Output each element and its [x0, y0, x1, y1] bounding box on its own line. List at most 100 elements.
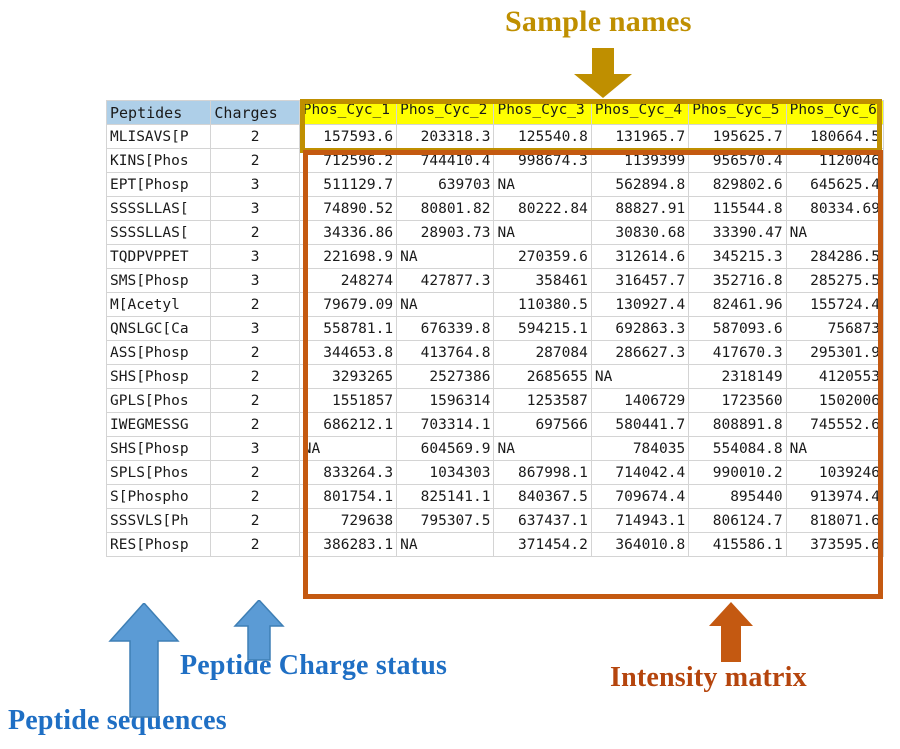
cell-intensity[interactable]: 712596.2 — [298, 148, 398, 173]
cell-intensity[interactable]: NA — [396, 244, 495, 269]
cell-intensity[interactable]: 818071.6 — [785, 508, 885, 533]
cell-intensity[interactable]: 74890.52 — [298, 196, 398, 221]
cell-intensity[interactable]: 316457.7 — [590, 268, 690, 293]
cell-intensity[interactable]: 703314.1 — [396, 412, 495, 437]
cell-intensity[interactable]: 744410.4 — [396, 148, 495, 173]
cell-intensity[interactable]: 784035 — [590, 436, 690, 461]
cell-intensity[interactable]: 386283.1 — [298, 532, 398, 557]
cell-intensity[interactable]: 1596314 — [396, 388, 495, 413]
cell-intensity[interactable]: 801754.1 — [298, 484, 398, 509]
column-header-sample-3[interactable]: Phos_Cyc_3 — [493, 100, 592, 125]
cell-intensity[interactable]: 645625.4 — [785, 172, 885, 197]
cell-intensity[interactable]: 248274 — [298, 268, 398, 293]
cell-charge[interactable]: 2 — [210, 220, 300, 245]
cell-peptide[interactable]: SHS[Phosp — [105, 364, 212, 389]
cell-intensity[interactable]: 286627.3 — [590, 340, 690, 365]
cell-peptide[interactable]: EPT[Phosp — [105, 172, 212, 197]
cell-intensity[interactable]: 829802.6 — [688, 172, 787, 197]
cell-intensity[interactable]: 1253587 — [493, 388, 592, 413]
column-header-sample-1[interactable]: Phos_Cyc_1 — [298, 100, 398, 125]
cell-charge[interactable]: 2 — [210, 388, 300, 413]
cell-intensity[interactable]: 344653.8 — [298, 340, 398, 365]
cell-intensity[interactable]: 82461.96 — [688, 292, 787, 317]
cell-intensity[interactable]: 587093.6 — [688, 316, 787, 341]
cell-intensity[interactable]: 554084.8 — [688, 436, 787, 461]
cell-intensity[interactable]: 203318.3 — [396, 124, 495, 149]
cell-intensity[interactable]: 745552.6 — [785, 412, 885, 437]
cell-peptide[interactable]: TQDPVPPET — [105, 244, 212, 269]
cell-charge[interactable]: 3 — [210, 316, 300, 341]
cell-intensity[interactable]: NA — [493, 172, 592, 197]
cell-intensity[interactable]: 2318149 — [688, 364, 787, 389]
cell-intensity[interactable]: 371454.2 — [493, 532, 592, 557]
cell-charge[interactable]: 2 — [210, 292, 300, 317]
cell-intensity[interactable]: 825141.1 — [396, 484, 495, 509]
cell-intensity[interactable]: 956570.4 — [688, 148, 787, 173]
cell-intensity[interactable]: 1551857 — [298, 388, 398, 413]
cell-intensity[interactable]: 131965.7 — [590, 124, 690, 149]
cell-intensity[interactable]: 4120553 — [785, 364, 885, 389]
cell-intensity[interactable]: NA — [493, 436, 592, 461]
cell-intensity[interactable]: 594215.1 — [493, 316, 592, 341]
cell-intensity[interactable]: 840367.5 — [493, 484, 592, 509]
cell-intensity[interactable]: NA — [785, 436, 885, 461]
cell-intensity[interactable]: 157593.6 — [298, 124, 398, 149]
cell-intensity[interactable]: 415586.1 — [688, 532, 787, 557]
cell-intensity[interactable]: NA — [493, 220, 592, 245]
cell-peptide[interactable]: ASS[Phosp — [105, 340, 212, 365]
cell-peptide[interactable]: SPLS[Phos — [105, 460, 212, 485]
cell-intensity[interactable]: 913974.4 — [785, 484, 885, 509]
cell-charge[interactable]: 2 — [210, 508, 300, 533]
cell-intensity[interactable]: NA — [590, 364, 690, 389]
cell-peptide[interactable]: SSSVLS[Ph — [105, 508, 212, 533]
cell-peptide[interactable]: SMS[Phosp — [105, 268, 212, 293]
cell-intensity[interactable]: 3293265 — [298, 364, 398, 389]
cell-peptide[interactable]: S[Phospho — [105, 484, 212, 509]
column-header-sample-5[interactable]: Phos_Cyc_5 — [688, 100, 787, 125]
cell-peptide[interactable]: IWEGMESSG — [105, 412, 212, 437]
cell-charge[interactable]: 3 — [210, 244, 300, 269]
cell-intensity[interactable]: 676339.8 — [396, 316, 495, 341]
cell-intensity[interactable]: NA — [396, 292, 495, 317]
cell-intensity[interactable]: 221698.9 — [298, 244, 398, 269]
cell-intensity[interactable]: 795307.5 — [396, 508, 495, 533]
cell-intensity[interactable]: 115544.8 — [688, 196, 787, 221]
cell-peptide[interactable]: QNSLGC[Ca — [105, 316, 212, 341]
cell-intensity[interactable]: 364010.8 — [590, 532, 690, 557]
cell-intensity[interactable]: 284286.5 — [785, 244, 885, 269]
cell-intensity[interactable]: 285275.5 — [785, 268, 885, 293]
cell-intensity[interactable]: 1120046 — [785, 148, 885, 173]
cell-intensity[interactable]: 417670.3 — [688, 340, 787, 365]
cell-intensity[interactable]: 34336.86 — [298, 220, 398, 245]
cell-intensity[interactable]: 714943.1 — [590, 508, 690, 533]
cell-intensity[interactable]: 686212.1 — [298, 412, 398, 437]
cell-intensity[interactable]: 714042.4 — [590, 460, 690, 485]
cell-intensity[interactable]: 729638 — [298, 508, 398, 533]
cell-charge[interactable]: 2 — [210, 412, 300, 437]
cell-intensity[interactable]: 195625.7 — [688, 124, 787, 149]
cell-charge[interactable]: 2 — [210, 364, 300, 389]
cell-intensity[interactable]: 180664.5 — [785, 124, 885, 149]
cell-intensity[interactable]: 1723560 — [688, 388, 787, 413]
cell-charge[interactable]: 2 — [210, 460, 300, 485]
cell-intensity[interactable]: 511129.7 — [298, 172, 398, 197]
cell-intensity[interactable]: 270359.6 — [493, 244, 592, 269]
cell-intensity[interactable]: 1039246 — [785, 460, 885, 485]
cell-intensity[interactable]: 345215.3 — [688, 244, 787, 269]
cell-intensity[interactable]: 604569.9 — [396, 436, 495, 461]
peptide-intensity-table[interactable]: Peptides Charges Phos_Cyc_1 Phos_Cyc_2 P… — [105, 100, 885, 557]
cell-intensity[interactable]: 155724.4 — [785, 292, 885, 317]
cell-intensity[interactable]: 352716.8 — [688, 268, 787, 293]
cell-intensity[interactable]: 2527386 — [396, 364, 495, 389]
cell-intensity[interactable]: 287084 — [493, 340, 592, 365]
